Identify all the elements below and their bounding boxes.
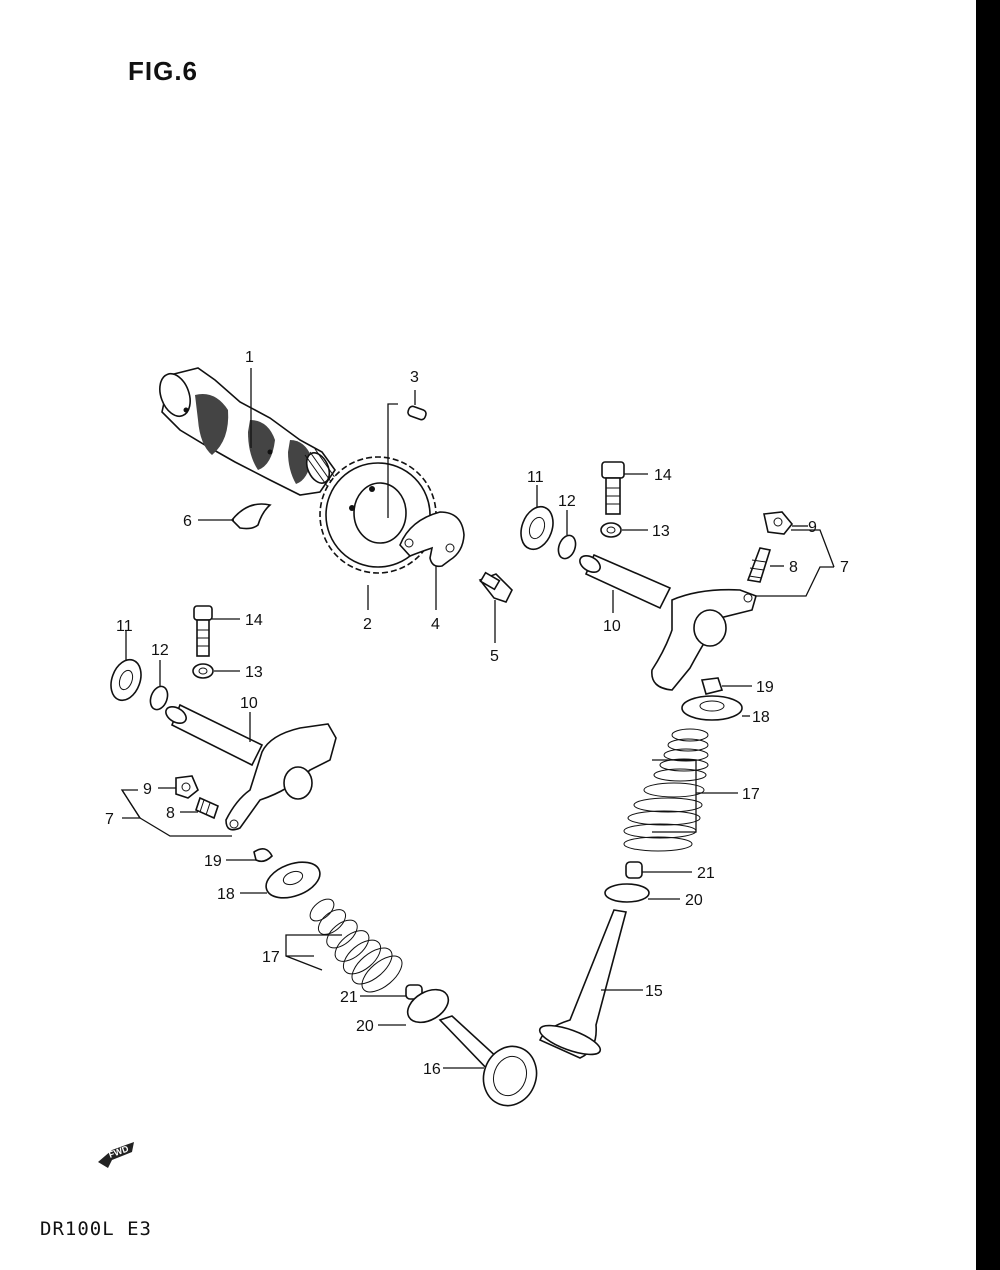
callout-13-lower: 13 — [245, 664, 263, 681]
sprocket-bracket-part — [399, 511, 465, 568]
callout-2: 2 — [363, 616, 372, 633]
callout-20-upper: 20 — [685, 892, 703, 909]
upper-rocker-assembly — [520, 461, 794, 691]
callout-9-upper: 9 — [808, 519, 817, 536]
callout-10-lower: 10 — [240, 695, 258, 712]
cam-sprocket-part — [319, 456, 437, 574]
callout-7-upper: 7 — [840, 559, 849, 576]
callout-5: 5 — [490, 648, 499, 665]
callout-21-upper: 21 — [697, 865, 715, 882]
callout-12-upper: 12 — [558, 493, 576, 510]
clip-part — [230, 503, 272, 530]
forward-direction-arrow: FWD — [98, 1142, 134, 1168]
scan-edge-bar — [976, 0, 1000, 1270]
callout-18-upper: 18 — [752, 709, 770, 726]
callout-3: 3 — [410, 369, 419, 386]
callout-6: 6 — [183, 513, 192, 530]
callout-12-lower: 12 — [151, 642, 169, 659]
callout-15: 15 — [645, 983, 663, 1000]
camshaft-part — [159, 367, 339, 496]
callout-11-lower: 11 — [116, 618, 133, 635]
callout-13-upper: 13 — [652, 523, 670, 540]
callout-17-upper: 17 — [742, 786, 760, 803]
dowel-pin-part — [407, 405, 427, 421]
callout-21-lower: 21 — [340, 989, 358, 1006]
intake-valve-train — [253, 848, 538, 1107]
callout-4: 4 — [431, 616, 440, 633]
fwd-label: FWD — [107, 1143, 130, 1160]
callout-10-upper: 10 — [603, 618, 621, 635]
callout-8-lower: 8 — [166, 805, 175, 822]
bolt-part — [478, 571, 513, 603]
callout-11-upper: 11 — [527, 469, 544, 486]
callout-14-lower: 14 — [245, 612, 263, 629]
callout-8-upper: 8 — [789, 559, 798, 576]
callout-18-lower: 18 — [217, 886, 235, 903]
callout-1: 1 — [245, 349, 254, 366]
callout-19-lower: 19 — [204, 853, 222, 870]
leader-lines — [120, 368, 835, 1069]
callout-7-lower: 7 — [105, 811, 114, 828]
callout-16: 16 — [423, 1061, 441, 1078]
callout-9-lower: 9 — [143, 781, 152, 798]
lower-rocker-assembly — [110, 605, 337, 831]
callout-14-upper: 14 — [654, 467, 672, 484]
callout-17-lower: 17 — [262, 949, 280, 966]
callout-labels: 1 2 3 4 5 6 7 7 8 8 9 9 10 10 11 11 12 1… — [105, 349, 849, 1078]
figure-title: FIG.6 — [128, 56, 199, 86]
model-code: DR100L E3 — [40, 1218, 152, 1240]
callout-20-lower: 20 — [356, 1018, 374, 1035]
callout-19-upper: 19 — [756, 679, 774, 696]
exhaust-valve-train — [538, 677, 743, 1059]
